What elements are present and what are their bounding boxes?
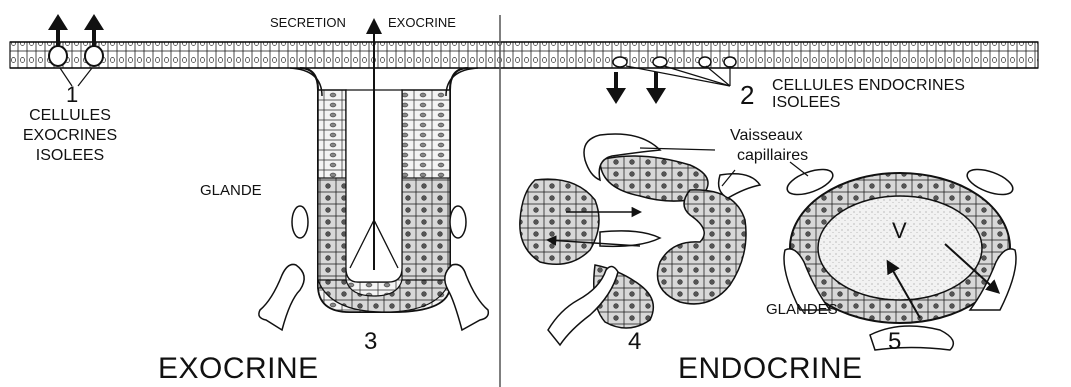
label-isolees-right: ISOLEES	[772, 95, 840, 111]
label-v: V	[892, 220, 907, 242]
label-secretion: SECRETION	[270, 16, 346, 29]
label-num-2: 2	[740, 82, 754, 108]
pointer-lines-2	[626, 66, 730, 86]
arrow-up-icon	[48, 14, 68, 46]
arrow-down-icon	[646, 72, 666, 104]
label-glande: GLANDE	[200, 183, 262, 198]
label-endocrine-title: ENDOCRINE	[678, 354, 863, 384]
arrow-down-icon	[606, 72, 626, 104]
label-exocrine-top: EXOCRINE	[388, 16, 456, 29]
label-exocrine-title: EXOCRINE	[158, 354, 319, 384]
label-num-3: 3	[364, 330, 377, 354]
label-exocrines: EXOCRINES	[20, 128, 120, 144]
label-num-4: 4	[628, 330, 641, 354]
arrow-up-icon	[84, 14, 104, 46]
label-num-1: 1	[66, 84, 78, 106]
surface-epithelium	[10, 42, 1038, 68]
label-isolees-left: ISOLEES	[20, 148, 120, 164]
label-cellules: CELLULES	[20, 108, 120, 124]
label-vaisseaux: Vaisseaux	[730, 128, 803, 144]
label-glandes: GLANDES	[766, 302, 838, 317]
label-cellules-endocrines: CELLULES ENDOCRINES	[772, 78, 965, 94]
label-capillaires: capillaires	[737, 148, 808, 164]
label-num-5: 5	[888, 330, 901, 354]
